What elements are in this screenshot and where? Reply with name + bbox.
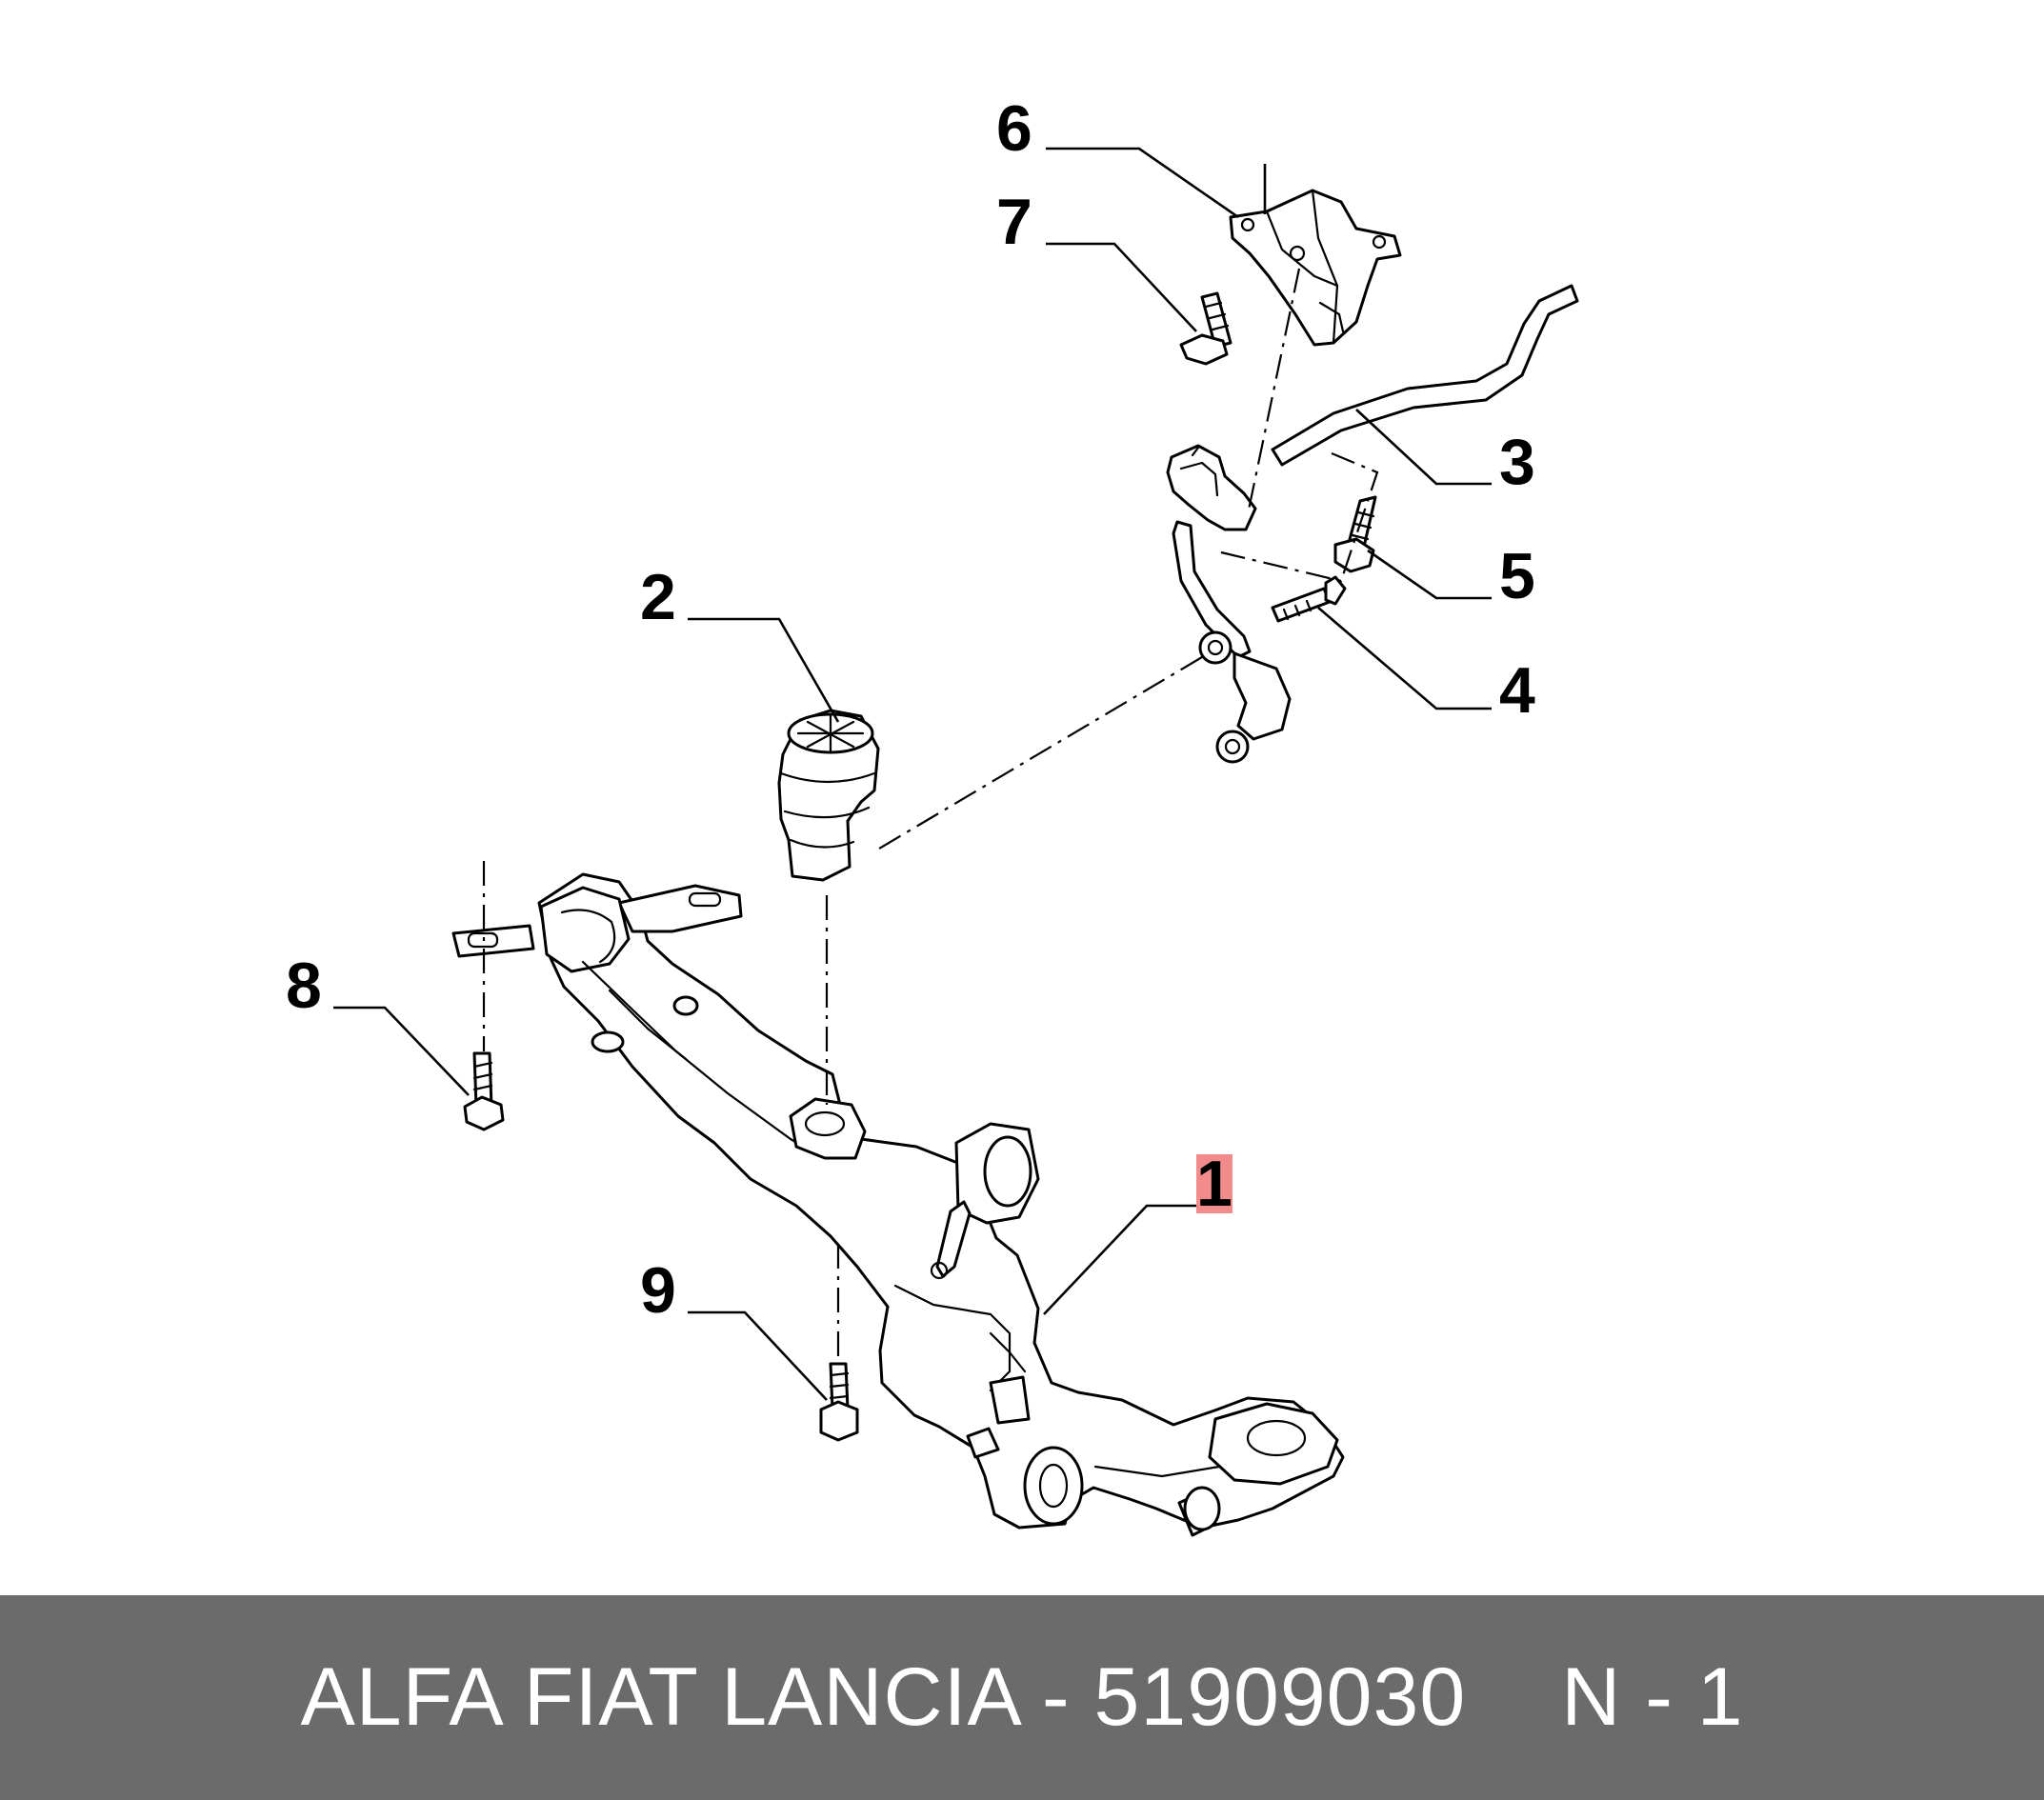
part-2-rubber-mount [777,709,880,882]
callout-1: 1 [1196,1148,1232,1220]
callout-5: 5 [1499,540,1535,612]
callouts: 1 2 3 4 5 6 7 8 9 [286,92,1535,1327]
leader-lines [333,147,1492,1401]
callout-9: 9 [640,1254,676,1327]
part-4-link [1172,520,1347,764]
part-6-bracket [1229,189,1402,347]
footer-caption: ALFA FIAT LANCIA - 51909030 [300,1651,1467,1743]
assembly-axis-lines [482,268,1379,1362]
callout-8: 8 [286,950,322,1022]
part-9-bolt [819,1362,859,1442]
callout-6: 6 [996,92,1032,165]
footer-code: N - 1 [1561,1651,1744,1743]
part-1-subframe [451,872,1345,1537]
callout-1-highlight [1196,1154,1232,1213]
callout-3: 3 [1499,426,1535,498]
callout-4: 4 [1499,654,1535,727]
callout-2: 2 [640,561,676,633]
part-7-bolt [1179,291,1232,366]
part-3-stabilizer-bar [1166,284,1579,531]
part-5-bolt [1333,495,1377,573]
callout-7: 7 [996,186,1032,258]
part-8-bolt [463,1051,505,1131]
parts-diagram: 1 2 3 4 5 6 7 8 9 [286,92,1579,1537]
footer-caption-bar: ALFA FIAT LANCIA - 51909030 N - 1 [0,1595,2044,1800]
